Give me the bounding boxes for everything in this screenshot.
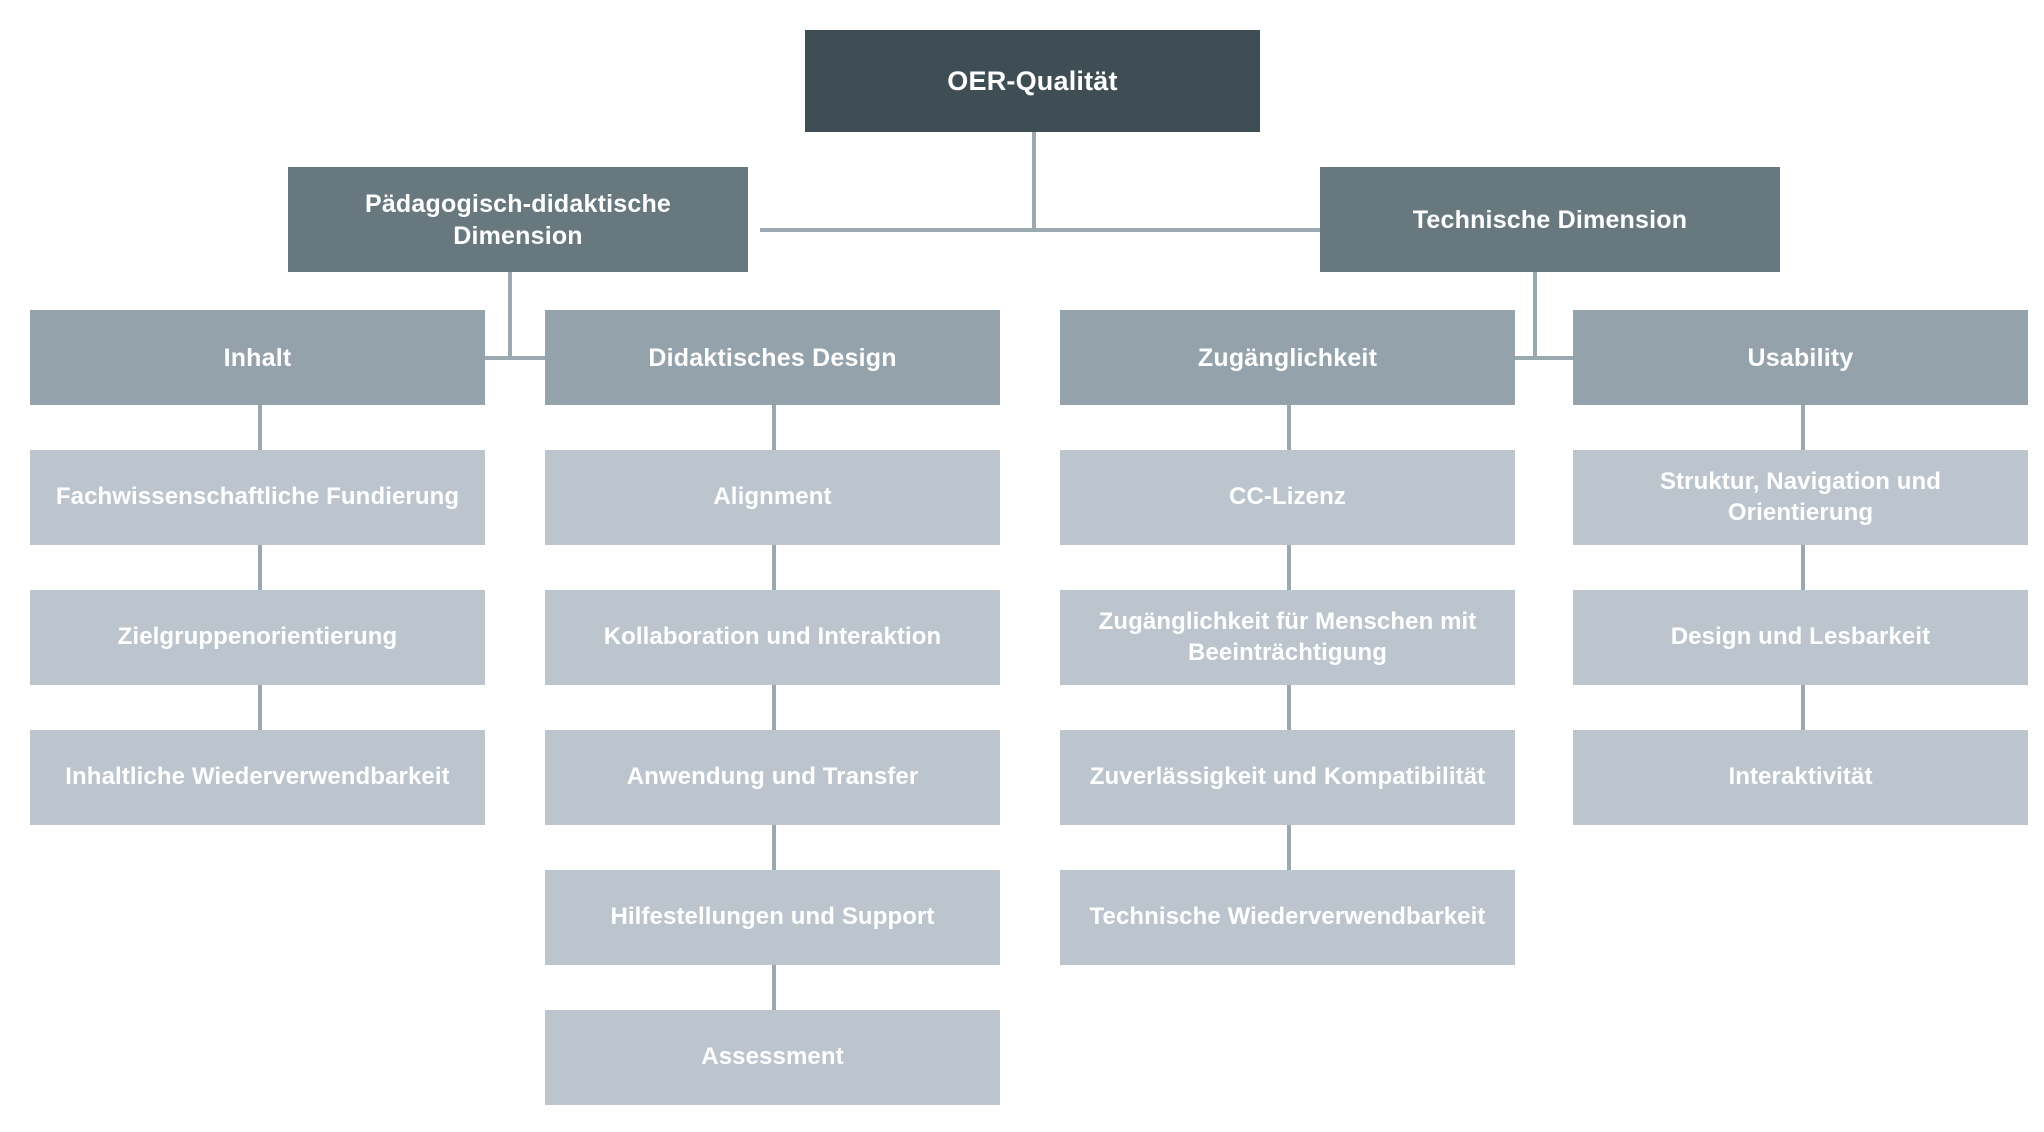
node-criterion-technische-wiederverwendbarkeit[interactable]: Technische Wiederverwendbarkeit [1060,870,1515,965]
node-label: Assessment [701,1043,844,1071]
connector-column-inhalt [258,405,262,770]
node-label: Inhaltliche Wiederverwendbarkeit [65,763,450,791]
node-label: Inhalt [223,343,292,372]
node-criterion-inhaltliche-wiederverwendbarkeit[interactable]: Inhaltliche Wiederverwendbarkeit [30,730,485,825]
node-criterion-zielgruppenorientierung[interactable]: Zielgruppenorientierung [30,590,485,685]
connector-technical-stem [1533,272,1537,360]
node-label: Alignment [713,483,832,511]
node-criterion-zuverlaessigkeit-und-kompatibilitaet[interactable]: Zuverlässigkeit und Kompatibilität [1060,730,1515,825]
node-label: Anwendung und Transfer [626,763,919,791]
node-label: Didaktisches Design [648,343,897,372]
node-label: Technische Dimension [1412,205,1688,234]
node-label: OER-Qualität [947,65,1118,96]
connector-column-didaktisches-design [772,405,776,1050]
node-category-didaktisches-design[interactable]: Didaktisches Design [545,310,1000,405]
connector-dimension-crossbar [760,228,1326,232]
node-oer-qualitaet[interactable]: OER-Qualität [805,30,1260,132]
node-criterion-kollaboration-und-interaktion[interactable]: Kollaboration und Interaktion [545,590,1000,685]
connector-pedagogical-stem [508,272,512,360]
node-label: Fachwissenschaftliche Fundierung [55,483,460,511]
node-label: Usability [1747,343,1854,372]
connector-root-stem [1032,132,1036,232]
node-category-inhalt[interactable]: Inhalt [30,310,485,405]
node-criterion-assessment[interactable]: Assessment [545,1010,1000,1105]
node-label: Design und Lesbarkeit [1670,623,1931,651]
connector-technical-crossbar [1496,356,1612,360]
node-category-zugaenglichkeit[interactable]: Zugänglichkeit [1060,310,1515,405]
connector-column-usability [1801,405,1805,770]
node-technische-dimension[interactable]: Technische Dimension [1320,167,1780,272]
node-label: Interaktivität [1728,763,1873,791]
node-category-usability[interactable]: Usability [1573,310,2028,405]
node-criterion-fachwissenschaftliche-fundierung[interactable]: Fachwissenschaftliche Fundierung [30,450,485,545]
node-label: Zugänglichkeit [1197,343,1378,372]
node-label: Pädagogisch-didaktische Dimension [364,189,672,250]
node-label: Kollaboration und Interaktion [603,623,942,651]
node-label: Zugänglichkeit für Menschen mit Beeinträ… [1098,607,1477,666]
node-label: CC-Lizenz [1229,483,1346,511]
node-criterion-cc-lizenz[interactable]: CC-Lizenz [1060,450,1515,545]
node-criterion-zugaenglichkeit-fuer-menschen-mit-beeintraechtigung[interactable]: Zugänglichkeit für Menschen mit Beeinträ… [1060,590,1515,685]
node-label: Struktur, Navigation und Orientierung [1659,467,1942,526]
node-criterion-hilfestellungen-und-support[interactable]: Hilfestellungen und Support [545,870,1000,965]
node-criterion-interaktivitaet[interactable]: Interaktivität [1573,730,2028,825]
node-label: Zielgruppenorientierung [117,623,398,651]
node-label: Technische Wiederverwendbarkeit [1089,903,1486,931]
node-criterion-struktur-navigation-und-orientierung[interactable]: Struktur, Navigation und Orientierung [1573,450,2028,545]
node-criterion-design-und-lesbarkeit[interactable]: Design und Lesbarkeit [1573,590,2028,685]
node-criterion-alignment[interactable]: Alignment [545,450,1000,545]
connector-pedagogical-crossbar [450,356,568,360]
node-label: Hilfestellungen und Support [610,903,935,931]
node-paedagogisch-didaktische-dimension[interactable]: Pädagogisch-didaktische Dimension [288,167,748,272]
node-label: Zuverlässigkeit und Kompatibilität [1089,763,1486,791]
node-criterion-anwendung-und-transfer[interactable]: Anwendung und Transfer [545,730,1000,825]
